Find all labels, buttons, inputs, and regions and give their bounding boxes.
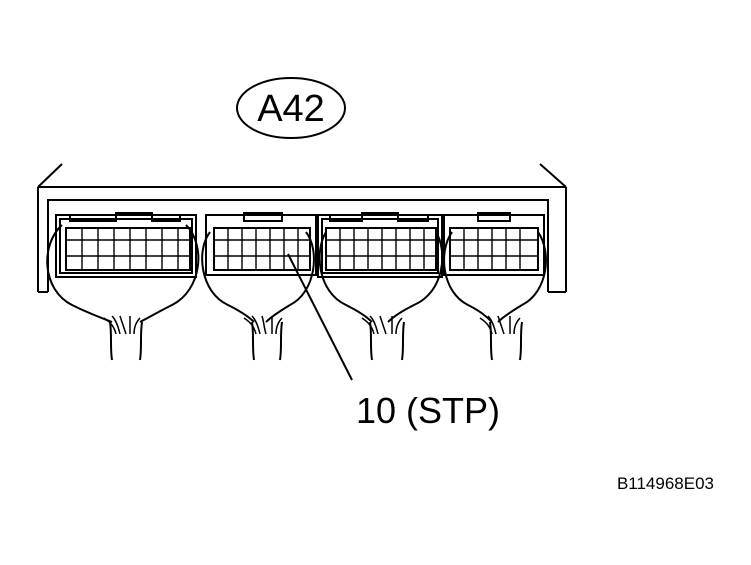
connector-2 (205, 212, 317, 276)
ecu-housing (37, 163, 567, 293)
connector-3 (317, 212, 443, 278)
connector-1 (55, 212, 197, 278)
wire-harness-3 (318, 231, 444, 361)
wire-harness-4 (443, 231, 547, 361)
connector-4 (443, 212, 545, 276)
reference-code: B114968E03 (617, 474, 714, 493)
pin-callout-leader (287, 253, 353, 381)
wire-harness-2 (201, 231, 315, 361)
wire-harness-1 (46, 224, 200, 361)
connector-label-ellipse (236, 77, 346, 139)
connector-label: A42 (257, 88, 325, 130)
pin-callout-label: 10 (STP) (356, 390, 500, 431)
